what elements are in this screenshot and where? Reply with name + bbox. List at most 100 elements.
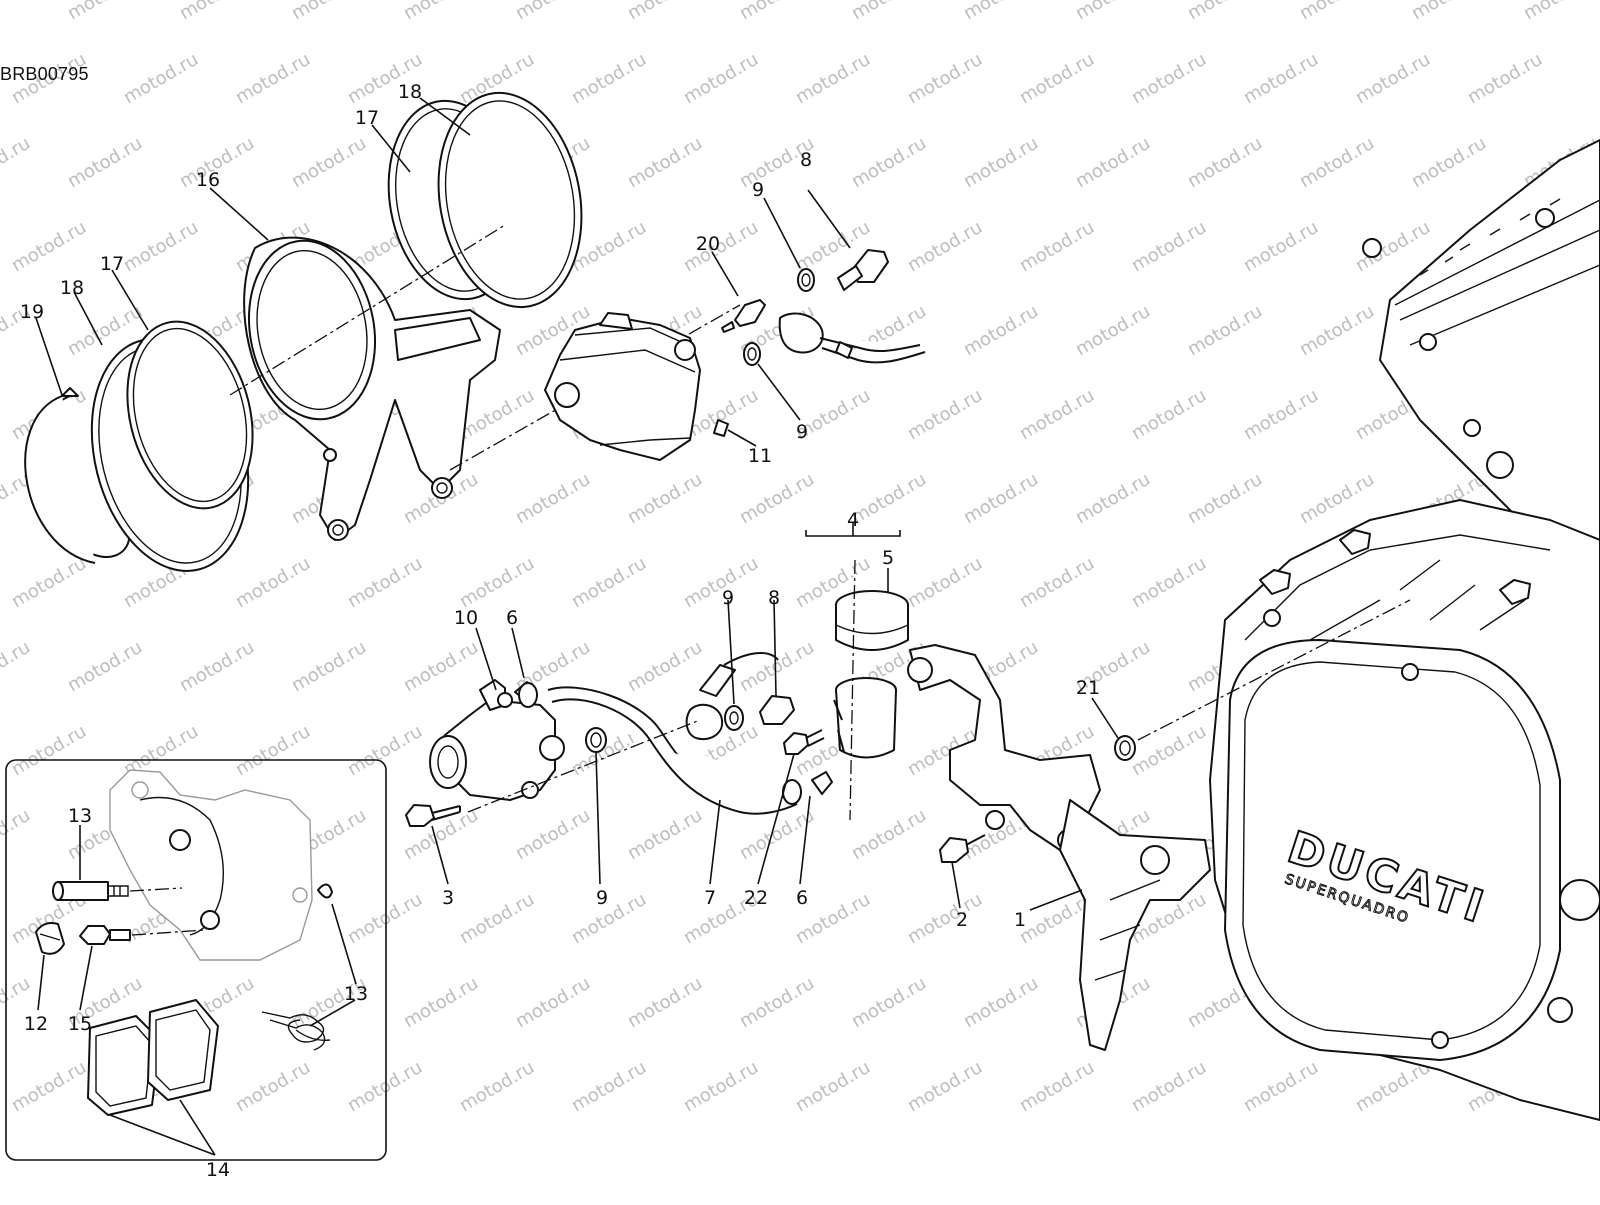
watermark-text: motod.ru [1296, 469, 1378, 528]
watermark-text: motod.ru [1296, 133, 1378, 192]
callout-10: 10 [454, 607, 478, 629]
watermark-text: motod.ru [8, 1057, 90, 1116]
washer-9-top [797, 268, 815, 292]
watermark-text: motod.ru [960, 0, 1042, 24]
callout-4: 4 [847, 509, 859, 531]
watermark-text: motod.ru [1184, 469, 1266, 528]
callout-18: 18 [60, 277, 84, 299]
watermark-text: motod.ru [736, 637, 818, 696]
watermark-text: motod.ru [736, 469, 818, 528]
watermark-text: motod.ru [344, 721, 426, 780]
watermark-text: motod.ru [400, 973, 482, 1032]
watermark-text: motod.ru [736, 973, 818, 1032]
bolt-2 [939, 834, 986, 863]
callout-5: 5 [882, 547, 894, 569]
washer-9-mid [585, 727, 607, 753]
watermark-text: motod.ru [1128, 721, 1210, 780]
watermark-text: motod.ru [568, 553, 650, 612]
watermark-text: motod.ru [624, 0, 706, 24]
washer-9-mid2 [724, 705, 744, 731]
watermark-text: motod.ru [344, 889, 426, 948]
caliper-bracket-16 [243, 236, 501, 541]
watermark-text: motod.ru [512, 0, 594, 24]
watermark-text: motod.ru [624, 637, 706, 696]
watermark-text: motod.ru [1184, 301, 1266, 360]
retaining-ring-19 [24, 387, 131, 564]
watermark-text: motod.ru [904, 553, 986, 612]
engine-block: DUCATI SUPERQUADRO [1209, 139, 1600, 1121]
watermark-text: motod.ru [1016, 217, 1098, 276]
watermark-text: motod.ru [232, 49, 314, 108]
watermark-text: motod.ru [64, 637, 146, 696]
watermark-text: motod.ru [456, 1057, 538, 1116]
callout-17: 17 [355, 107, 379, 129]
callout-11: 11 [748, 445, 772, 467]
watermark-text: motod.ru [1128, 49, 1210, 108]
callout-1: 1 [1014, 909, 1026, 931]
reservoir-hose-7 [547, 686, 798, 815]
spring-clip [261, 1011, 331, 1051]
watermark-text: motod.ru [0, 133, 34, 192]
diagram-code: BRB00795 [0, 64, 89, 84]
watermark-text: motod.ru [1128, 385, 1210, 444]
bleed-valve-15 [79, 925, 131, 945]
callout-20: 20 [696, 233, 720, 255]
watermark-text: motod.ru [512, 805, 594, 864]
master-cylinder-10 [429, 679, 565, 801]
watermark-text: motod.ru [1464, 49, 1546, 108]
inset-panel [5, 759, 387, 1161]
watermark-text: motod.ru [120, 217, 202, 276]
watermark-text: motod.ru [848, 973, 930, 1032]
watermark-text: motod.ru [1016, 385, 1098, 444]
watermark-text: motod.ru [232, 553, 314, 612]
watermark-text: motod.ru [288, 0, 370, 24]
callout-15: 15 [68, 1013, 92, 1035]
watermark-text: motod.ru [680, 1057, 762, 1116]
callout-7: 7 [704, 887, 716, 909]
watermark-text: motod.ru [1520, 0, 1600, 24]
washer-21 [1114, 735, 1136, 761]
watermark-text: motod.ru [1408, 0, 1490, 24]
watermark-text: motod.ru [792, 1057, 874, 1116]
watermark-text: motod.ru [8, 721, 90, 780]
bolt-3 [405, 804, 461, 827]
callout-9: 9 [722, 587, 734, 609]
watermark-text: motod.ru [1408, 133, 1490, 192]
callout-6: 6 [506, 607, 518, 629]
banjo-bolt-8 [837, 249, 889, 291]
brake-caliper [544, 312, 729, 461]
callout-22: 22 [744, 887, 768, 909]
watermark-text: motod.ru [1184, 0, 1266, 24]
watermark-text: motod.ru [848, 133, 930, 192]
callout-14: 14 [206, 1159, 230, 1181]
watermark-text: motod.ru [568, 889, 650, 948]
watermark-text: motod.ru [232, 721, 314, 780]
watermark-text: motod.ru [1296, 301, 1378, 360]
callout-13: 13 [344, 983, 368, 1005]
watermark-text: motod.ru [568, 49, 650, 108]
watermark-text: motod.ru [1240, 1057, 1322, 1116]
watermark-text: motod.ru [1296, 0, 1378, 24]
washer-9-lower [743, 342, 761, 366]
watermark-text: motod.ru [120, 49, 202, 108]
sealing-ring-17 [126, 320, 254, 510]
brake-pads-14 [87, 999, 219, 1116]
watermark-text: motod.ru [64, 0, 146, 24]
watermark-text: motod.ru [848, 469, 930, 528]
callout-9: 9 [796, 421, 808, 443]
watermark-text: motod.ru [624, 469, 706, 528]
watermark-text: motod.ru [792, 49, 874, 108]
watermark-text: motod.ru [64, 133, 146, 192]
watermark-text: motod.ru [1128, 1057, 1210, 1116]
callout-13: 13 [68, 805, 92, 827]
watermark-text: motod.ru [848, 805, 930, 864]
watermark-text: motod.ru [624, 973, 706, 1032]
watermark-text: motod.ru [1240, 217, 1322, 276]
watermark-text: motod.ru [344, 553, 426, 612]
callout-6: 6 [796, 887, 808, 909]
watermark-text: motod.ru [904, 385, 986, 444]
callout-8: 8 [800, 149, 812, 171]
bleed-cap-12 [35, 922, 65, 955]
watermark-text: motod.ru [288, 133, 370, 192]
